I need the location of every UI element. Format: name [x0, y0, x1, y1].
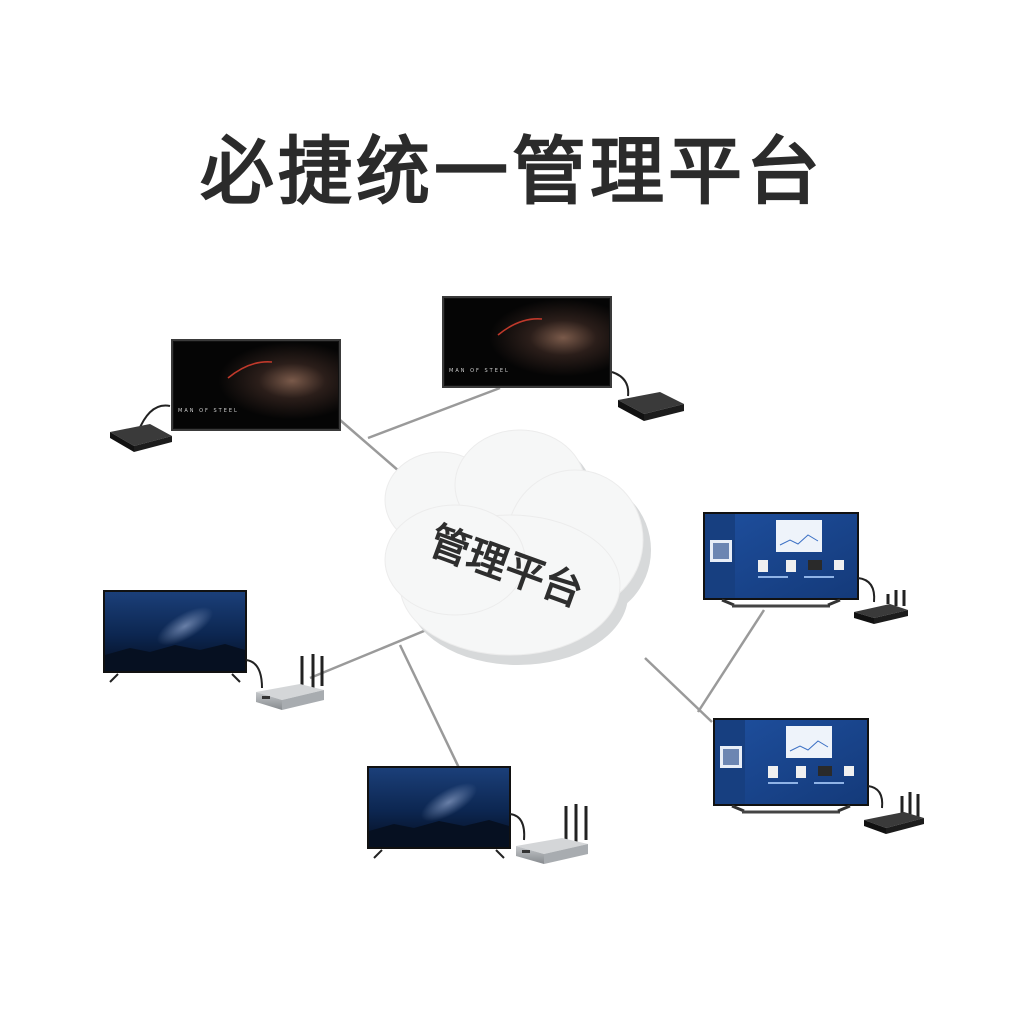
movie-title-1: MAN OF STEEL — [178, 408, 239, 414]
link-right-top — [696, 609, 766, 713]
display-night-sky-1 — [103, 590, 324, 710]
link-top-center — [367, 386, 501, 440]
connection-lines — [309, 386, 766, 771]
link-right-cloud — [644, 657, 713, 723]
router-dark-2 — [864, 792, 924, 834]
media-box-1 — [110, 424, 172, 452]
media-box-2 — [618, 392, 684, 421]
cloud-platform: 管理平台 — [384, 429, 651, 665]
page-title: 必捷统一管理平台 — [200, 129, 824, 215]
link-bottom-center — [398, 644, 462, 771]
display-management-ui-1 — [703, 512, 908, 624]
display-management-ui-2 — [713, 718, 924, 834]
movie-title-2: MAN OF STEEL — [449, 368, 510, 374]
link-top-left — [339, 419, 401, 473]
display-movie-1: MAN OF STEEL — [110, 339, 341, 452]
display-night-sky-2 — [367, 766, 588, 864]
router-silver-2 — [516, 804, 588, 864]
router-silver-1 — [256, 654, 324, 710]
router-dark-1 — [854, 590, 908, 624]
display-movie-2: MAN OF STEEL — [442, 296, 684, 421]
